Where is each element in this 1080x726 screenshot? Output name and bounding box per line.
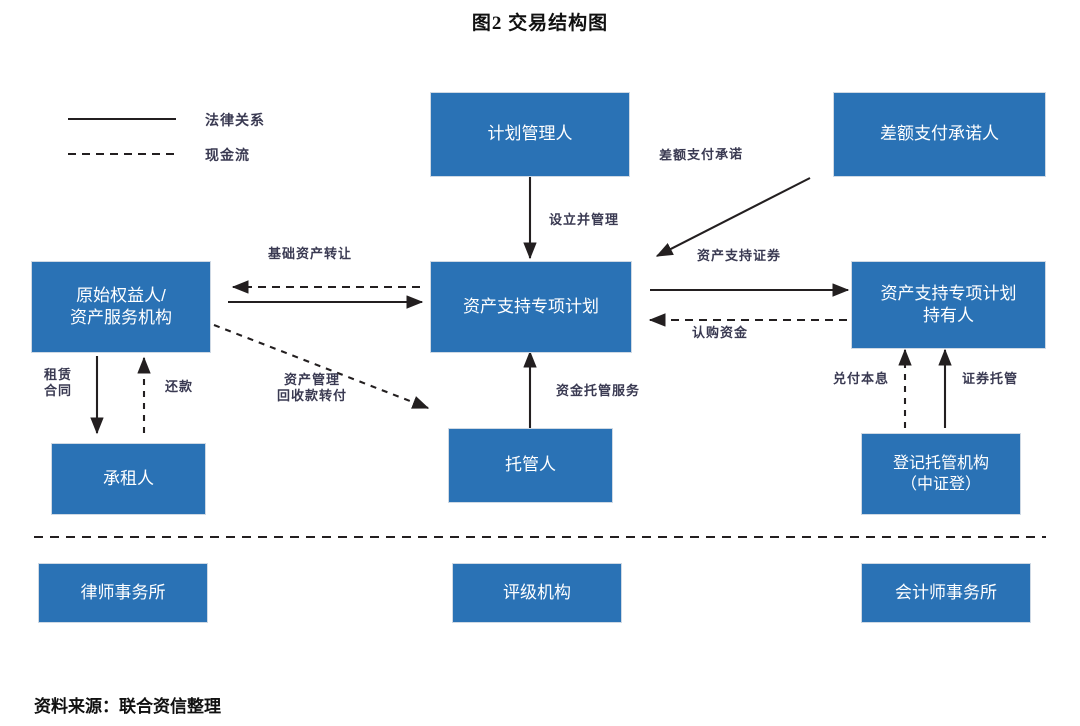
edge-label-securities-custody: 证券托管 <box>962 371 1019 386</box>
edge-label-asset-transfer: 基础资产转让 <box>268 246 353 261</box>
node-lessee[interactable]: 承租人 <box>51 443 206 515</box>
edge-label-repayment: 还款 <box>165 379 194 394</box>
edge-label-establish-manage: 设立并管理 <box>549 212 620 227</box>
node-custodian[interactable]: 托管人 <box>448 428 613 503</box>
edge-label-pay-principal-interest: 兑付本息 <box>833 371 890 386</box>
legend-label-legal: 法律关系 <box>205 114 265 129</box>
edge-label-fund-custody-service: 资金托管服务 <box>556 383 641 398</box>
node-plan-holder[interactable]: 资产支持专项计划 持有人 <box>851 261 1046 349</box>
node-accounting-firm[interactable]: 会计师事务所 <box>861 563 1031 623</box>
node-law-firm[interactable]: 律师事务所 <box>38 563 208 623</box>
node-plan-manager[interactable]: 计划管理人 <box>430 92 630 177</box>
node-registrar[interactable]: 登记托管机构 （中证登） <box>861 433 1021 515</box>
node-difference-payer[interactable]: 差额支付承诺人 <box>833 92 1046 177</box>
edge-label-abs-securities: 资产支持证券 <box>697 248 782 263</box>
figure-source: 资料来源：联合资信整理 <box>34 697 221 716</box>
edge-label-subscription-funds: 认购资金 <box>692 325 749 340</box>
edge-label-difference-payment: 差额支付承诺 <box>658 146 744 163</box>
edge-label-lease-contract: 租赁 合同 <box>44 367 73 399</box>
legend-label-cashflow: 现金流 <box>205 149 250 164</box>
figure-title: 图2 交易结构图 <box>471 13 609 34</box>
node-rating-agency[interactable]: 评级机构 <box>452 563 622 623</box>
edge-label-asset-management: 资产管理 回收款转付 <box>277 372 348 404</box>
node-originator[interactable]: 原始权益人/ 资产服务机构 <box>31 261 211 353</box>
node-special-plan[interactable]: 资产支持专项计划 <box>430 261 632 353</box>
